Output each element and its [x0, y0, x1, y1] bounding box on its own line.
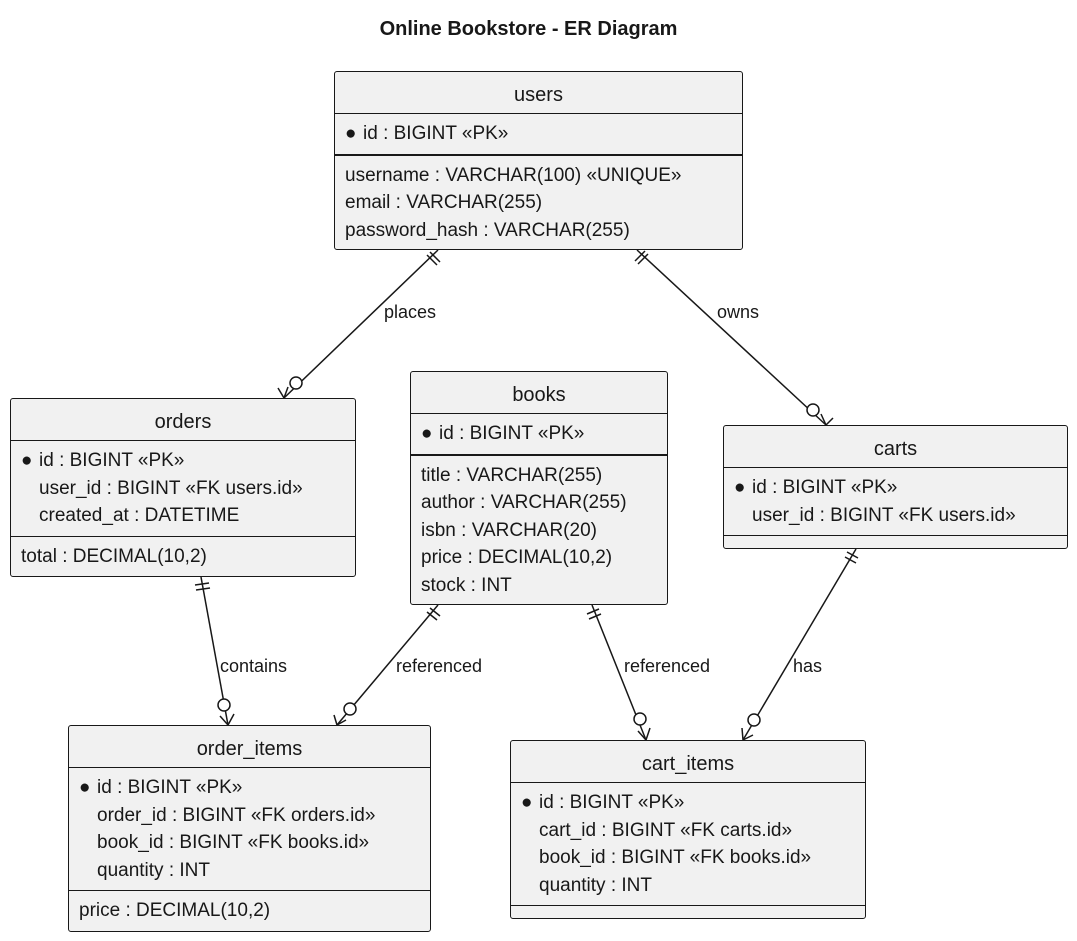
attribute: ●id : BIGINT «PK»: [521, 789, 865, 817]
entity-users[interactable]: users ●id : BIGINT «PK» username : VARCH…: [334, 71, 743, 250]
diagram-title: Online Bookstore - ER Diagram: [379, 18, 678, 40]
attribute: password_hash : VARCHAR(255): [345, 219, 630, 241]
entity-name: books: [411, 372, 667, 414]
attribute: isbn : VARCHAR(20): [421, 519, 597, 541]
attribute: ●id : BIGINT «PK»: [21, 447, 355, 475]
label-owns: owns: [717, 302, 760, 322]
entity-cart-items[interactable]: cart_items ●id : BIGINT «PK» cart_id : B…: [510, 740, 866, 919]
attribute: ●id : BIGINT «PK»: [79, 774, 430, 802]
attribute: stock : INT: [421, 574, 512, 596]
attribute-section: title : VARCHAR(255) author : VARCHAR(25…: [411, 456, 667, 606]
attribute-section: username : VARCHAR(100) «UNIQUE» email :…: [335, 156, 742, 251]
pk-section: ●id : BIGINT «PK»: [411, 414, 667, 456]
key-section: ●id : BIGINT «PK» user_id : BIGINT «FK u…: [11, 441, 355, 537]
attribute: cart_id : BIGINT «FK carts.id»: [539, 819, 793, 841]
entity-books[interactable]: books ●id : BIGINT «PK» title : VARCHAR(…: [410, 371, 668, 605]
attribute: user_id : BIGINT «FK users.id»: [752, 504, 1016, 526]
pk-section: ●id : BIGINT «PK»: [335, 114, 742, 156]
entity-order-items[interactable]: order_items ●id : BIGINT «PK» order_id :…: [68, 725, 431, 932]
key-marker: ●: [345, 123, 357, 144]
attribute: quantity : INT: [97, 859, 210, 881]
edge-has: [742, 548, 857, 741]
edge-owns: [636, 249, 827, 426]
label-has: has: [793, 656, 823, 676]
attribute: title : VARCHAR(255): [421, 464, 603, 486]
entity-orders[interactable]: orders ●id : BIGINT «PK» user_id : BIGIN…: [10, 398, 356, 577]
key-marker: ●: [521, 792, 533, 813]
key-marker: ●: [79, 777, 91, 798]
attribute: order_id : BIGINT «FK orders.id»: [97, 804, 376, 826]
entity-name: order_items: [69, 726, 430, 768]
attribute-section: [511, 906, 865, 924]
attribute: ●id : BIGINT «PK»: [345, 120, 742, 148]
label-referenced-cart: referenced: [624, 656, 711, 676]
key-marker: ●: [21, 450, 33, 471]
label-places: places: [384, 302, 437, 322]
attribute: total : DECIMAL(10,2): [21, 545, 207, 567]
attribute: email : VARCHAR(255): [345, 192, 543, 213]
attribute-section: [724, 536, 1067, 554]
entity-name: cart_items: [511, 741, 865, 783]
entity-name: users: [335, 72, 742, 114]
attribute: price : DECIMAL(10,2): [79, 900, 271, 921]
attribute: quantity : INT: [539, 874, 652, 896]
key-marker: ●: [421, 423, 433, 444]
attribute: price : DECIMAL(10,2): [421, 547, 613, 568]
attribute: author : VARCHAR(255): [421, 492, 627, 513]
attribute-section: price : DECIMAL(10,2): [69, 891, 430, 931]
key-section: ●id : BIGINT «PK» user_id : BIGINT «FK u…: [724, 468, 1067, 536]
entity-name: carts: [724, 426, 1067, 468]
entity-carts[interactable]: carts ●id : BIGINT «PK» user_id : BIGINT…: [723, 425, 1068, 549]
attribute: book_id : BIGINT «FK books.id»: [539, 847, 812, 868]
key-section: ●id : BIGINT «PK» order_id : BIGINT «FK …: [69, 768, 430, 891]
entity-name: orders: [11, 399, 355, 441]
edge-places: [283, 249, 439, 399]
attribute: ●id : BIGINT «PK»: [421, 420, 667, 448]
attribute: ●id : BIGINT «PK»: [734, 474, 1067, 502]
attribute-section: total : DECIMAL(10,2): [11, 537, 355, 577]
attribute: book_id : BIGINT «FK books.id»: [97, 832, 370, 853]
attribute: user_id : BIGINT «FK users.id»: [39, 477, 303, 499]
label-contains: contains: [220, 656, 288, 676]
attribute: created_at : DATETIME: [39, 505, 240, 526]
label-referenced-order: referenced: [396, 656, 483, 676]
attribute: username : VARCHAR(100) «UNIQUE»: [345, 164, 682, 186]
key-section: ●id : BIGINT «PK» cart_id : BIGINT «FK c…: [511, 783, 865, 906]
key-marker: ●: [734, 477, 746, 498]
